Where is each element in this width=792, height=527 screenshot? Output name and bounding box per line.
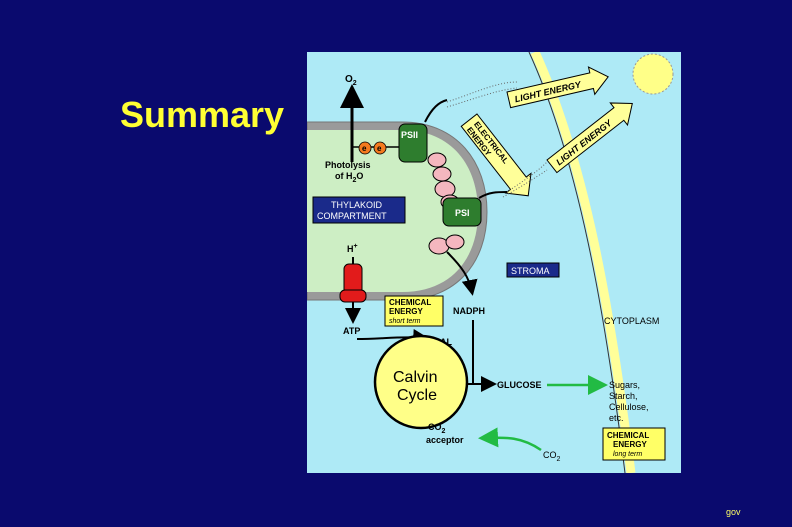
thylakoid-label-2: COMPARTMENT	[317, 211, 387, 221]
co2-acceptor-label-1: CO2	[428, 422, 446, 435]
footer-text: gov	[726, 507, 741, 517]
photolysis-label-2: of H2O	[335, 171, 363, 184]
products-label-3: Cellulose,	[609, 402, 649, 412]
products-label-2: Starch,	[609, 391, 638, 401]
thylakoid-label-1: THYLAKOID	[331, 200, 383, 210]
products-label-4: etc.	[609, 413, 624, 423]
psii-label: PSII	[401, 130, 418, 140]
chemical-energy-long-3: long term	[613, 451, 642, 458]
co2-input-arrow	[478, 427, 542, 452]
atp-synthase	[339, 263, 367, 303]
o2-label: O2	[345, 74, 357, 87]
thylakoid-label-box: THYLAKOID COMPARTMENT	[312, 196, 406, 224]
electron-1: e	[358, 141, 372, 155]
calvin-label-2: Cycle	[397, 387, 437, 404]
stroma-label-box: STROMA	[506, 262, 560, 278]
chemical-energy-short-3: short term	[389, 318, 421, 325]
sun-icon	[632, 53, 674, 95]
chemical-energy-short-1: CHEMICAL	[389, 298, 431, 307]
chemical-energy-long-box: CHEMICAL ENERGY long term	[602, 427, 666, 461]
stroma-label: STROMA	[511, 266, 550, 276]
psi-antenna	[478, 191, 508, 199]
calvin-cycle: Calvin Cycle	[373, 334, 469, 430]
nadph-label: NADPH	[453, 306, 485, 316]
chemical-energy-short-2: ENERGY	[389, 307, 423, 316]
chemical-energy-long-1: CHEMICAL	[607, 431, 649, 440]
psii-complex: PSII	[398, 123, 428, 163]
photosynthesis-diagram: LIGHT ENERGY LIGHT ENERGY ELECTRICAL ENE…	[306, 50, 681, 474]
light-rays	[446, 81, 548, 198]
psi-complex: PSI	[442, 197, 482, 227]
co2-label: CO2	[543, 450, 561, 463]
psii-antenna	[424, 99, 448, 123]
psi-label: PSI	[455, 208, 470, 218]
svg-text:e: e	[362, 144, 367, 153]
chemical-energy-short-box: CHEMICAL ENERGY short term	[384, 295, 444, 327]
photolysis-label-1: Photolysis	[325, 160, 371, 170]
nadph-arrow	[446, 251, 478, 296]
diagram-svg: LIGHT ENERGY LIGHT ENERGY ELECTRICAL ENE…	[306, 50, 681, 474]
cytoplasm-label: CYTOPLASM	[604, 316, 659, 326]
calvin-label-1: Calvin	[393, 369, 437, 386]
svg-text:e: e	[377, 144, 382, 153]
chemical-energy-long-2: ENERGY	[613, 440, 647, 449]
hplus-label: H+	[347, 243, 358, 254]
electron-2: e	[373, 141, 387, 155]
glucose-label: GLUCOSE	[497, 380, 542, 390]
slide-title: Summary	[120, 94, 285, 135]
co2-acceptor-label-2: acceptor	[426, 435, 464, 445]
cell-wall	[530, 50, 636, 474]
atp-label: ATP	[343, 326, 360, 336]
products-label-1: Sugars,	[609, 380, 640, 390]
